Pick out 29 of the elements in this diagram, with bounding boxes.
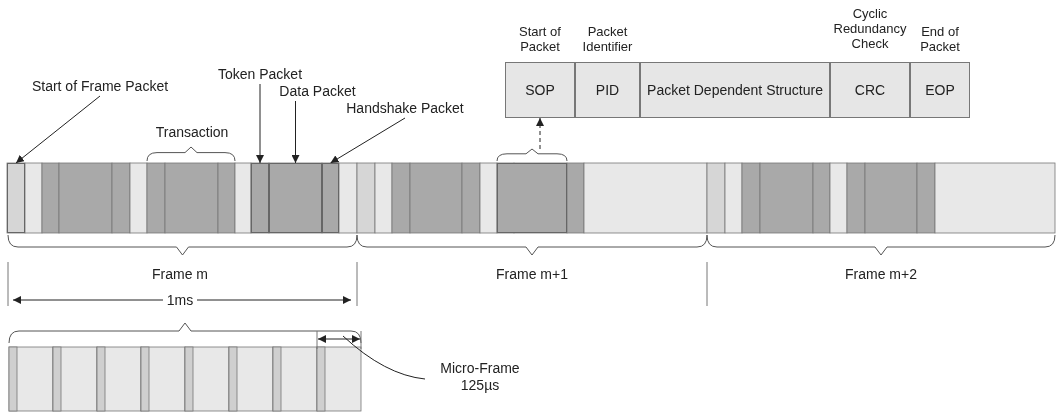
arrow <box>291 100 300 164</box>
packet-field: SOP <box>505 62 575 118</box>
callout-label: Token Packet <box>205 66 315 84</box>
arrow <box>536 117 544 150</box>
callout-label: Micro-Frame 125µs <box>425 360 535 398</box>
frame-label: Frame m+1 <box>495 266 569 283</box>
callout-label: Handshake Packet <box>340 100 470 118</box>
arrow <box>330 117 406 164</box>
packet-segment <box>7 163 25 233</box>
packet-segment <box>497 163 567 233</box>
callout-label: Start of Frame Packet <box>20 78 180 96</box>
packet-field: PID <box>575 62 640 118</box>
packet-field: EOP <box>910 62 970 118</box>
packet-segment <box>322 163 339 233</box>
brace-label: Transaction <box>154 124 230 141</box>
arrow <box>256 83 264 164</box>
packet-field: Packet Dependent Structure <box>640 62 830 118</box>
field-heading: End of Packet <box>919 24 961 54</box>
packet-segment <box>251 163 269 233</box>
arrow <box>15 95 101 164</box>
field-heading: Start of Packet <box>518 24 562 54</box>
packet-segment <box>269 163 322 233</box>
callout-label: Data Packet <box>270 83 365 101</box>
packet-field: CRC <box>830 62 910 118</box>
field-heading: Packet Identifier <box>581 24 634 54</box>
frame-label: Frame m+2 <box>844 266 918 283</box>
leader-line <box>342 335 426 380</box>
frame-label: Frame m <box>151 266 209 283</box>
field-heading: Cyclic Redundancy Check <box>832 6 908 51</box>
